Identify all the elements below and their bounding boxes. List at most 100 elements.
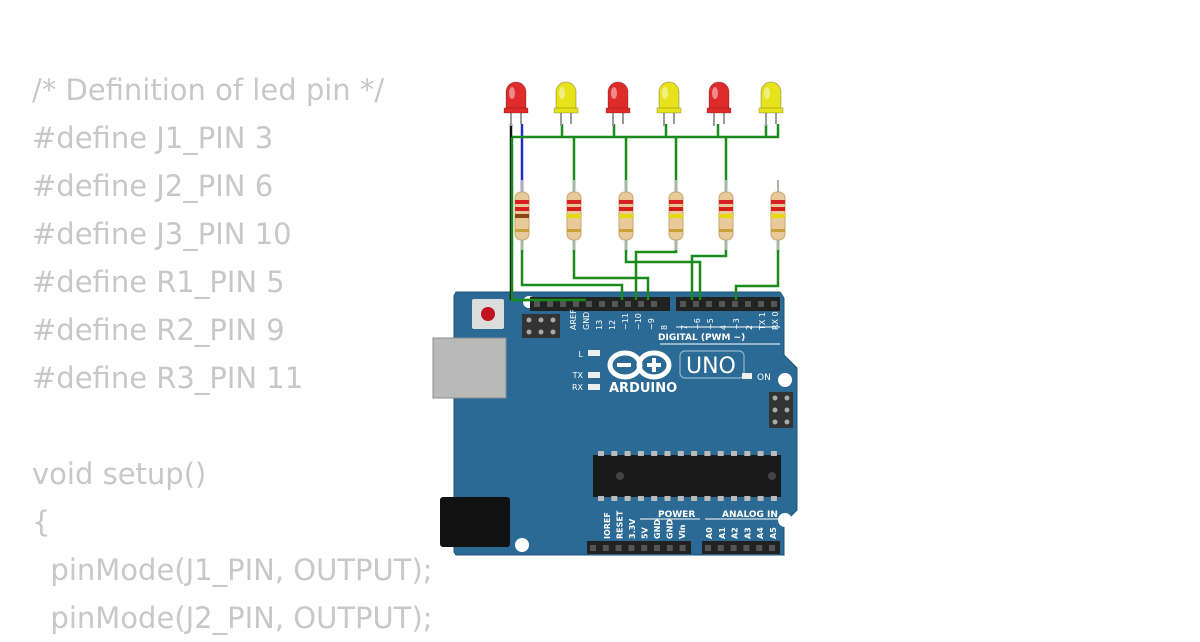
resistor[interactable] — [566, 180, 582, 250]
led-yellow[interactable] — [656, 81, 682, 126]
header-pin[interactable] — [680, 301, 686, 307]
header-pin[interactable] — [590, 545, 596, 551]
header-pin[interactable] — [625, 301, 631, 307]
wire-common-bus[interactable] — [512, 124, 780, 139]
uno-badge — [679, 350, 745, 379]
power-pin-label: IOREF — [603, 512, 612, 539]
code-line: /* Definition of led pin */ — [32, 73, 385, 107]
l-led — [588, 350, 600, 356]
power-pin-label: RESET — [616, 510, 625, 539]
wire-to-pin[interactable] — [734, 238, 780, 300]
digital-header-pins — [534, 301, 777, 307]
header-pin[interactable] — [717, 545, 724, 551]
power-pin-label: GND — [666, 519, 675, 539]
reset-button-cap[interactable] — [481, 307, 495, 321]
header-pin[interactable] — [638, 301, 644, 307]
pin-label: 13 — [595, 320, 604, 330]
header-pin[interactable] — [732, 301, 738, 307]
on-led — [742, 373, 752, 379]
analog-pin-label: A4 — [756, 527, 765, 539]
header-pin[interactable] — [679, 545, 686, 551]
icsp-header-right — [769, 392, 793, 428]
code-line: { — [32, 505, 51, 539]
analog-pin-label: A5 — [769, 527, 778, 539]
power-label: POWER — [658, 510, 695, 520]
header-pin[interactable] — [756, 545, 763, 551]
code-line: #define R1_PIN 5 — [32, 265, 285, 299]
header-pin[interactable] — [771, 301, 777, 307]
header-pin[interactable] — [730, 545, 737, 551]
on-label: ON — [757, 373, 771, 383]
header-pin[interactable] — [573, 301, 579, 307]
header-pin[interactable] — [693, 301, 699, 307]
code-editor: /* Definition of led pin */#define J1_PI… — [32, 66, 433, 642]
header-pin[interactable] — [547, 301, 553, 307]
code-line: #define J2_PIN 6 — [32, 169, 274, 203]
header-pin[interactable] — [599, 301, 605, 307]
code-line: pinMode(J2_PIN, OUTPUT); — [32, 601, 433, 635]
wire-to-pin[interactable] — [690, 238, 728, 300]
header-pin[interactable] — [602, 545, 609, 551]
wire-to-pin[interactable] — [572, 238, 650, 300]
code-line: void setup() — [32, 457, 207, 491]
pin-label: 8 — [660, 325, 669, 330]
analog-header — [702, 541, 780, 554]
header-pin[interactable] — [705, 545, 711, 551]
led-yellow[interactable] — [553, 81, 579, 126]
header-pin[interactable] — [706, 301, 712, 307]
header-pin[interactable] — [628, 545, 635, 551]
header-pin[interactable] — [651, 301, 657, 307]
header-pin[interactable] — [615, 545, 622, 551]
rx-led — [588, 384, 600, 390]
pin-label: TX 1 — [758, 312, 767, 331]
header-pin[interactable] — [641, 545, 648, 551]
pin-label: ~9 — [647, 318, 656, 330]
led-red[interactable] — [706, 81, 732, 126]
header-pin[interactable] — [666, 545, 673, 551]
wire-to-pin[interactable] — [634, 238, 678, 300]
model-label: UNO — [686, 354, 736, 379]
resistors — [514, 180, 786, 250]
icsp-header — [522, 314, 560, 338]
power-pin-label: 3.3V — [628, 518, 637, 539]
header-pin[interactable] — [534, 301, 540, 307]
resistor[interactable] — [514, 180, 530, 250]
analog-pin-label: A0 — [705, 527, 714, 539]
analog-pin-label: A1 — [718, 527, 727, 539]
header-pin[interactable] — [560, 301, 566, 307]
header-pin[interactable] — [654, 545, 660, 551]
code-line: #define R3_PIN 11 — [32, 361, 304, 395]
brand-label: ARDUINO — [609, 381, 677, 396]
rx-led-label: RX — [572, 383, 584, 392]
header-pin[interactable] — [586, 301, 592, 307]
code-line: #define J3_PIN 10 — [32, 217, 292, 251]
led-yellow[interactable] — [758, 81, 784, 126]
led-red[interactable] — [503, 81, 529, 126]
header-pin[interactable] — [769, 545, 775, 551]
wire-to-pin[interactable] — [520, 238, 624, 300]
microcontroller-chip — [593, 451, 781, 501]
tx-led-label: TX — [572, 371, 584, 380]
header-pin[interactable] — [612, 301, 618, 307]
led-red[interactable] — [605, 81, 631, 126]
digital-label: DIGITAL (PWM ~) — [658, 333, 745, 343]
tx-led — [588, 372, 600, 378]
pin-label: GND — [582, 312, 591, 330]
header-pin[interactable] — [719, 301, 725, 307]
resistor[interactable] — [770, 180, 786, 250]
resistor[interactable] — [668, 180, 684, 250]
power-pin-label: GND — [653, 519, 662, 539]
wires — [509, 124, 780, 302]
resistor[interactable] — [718, 180, 734, 250]
header-pin[interactable] — [745, 301, 751, 307]
code-line: #define R2_PIN 9 — [32, 313, 285, 347]
resistor[interactable] — [618, 180, 634, 250]
mounting-hole — [778, 513, 792, 527]
analog-pin-label: A3 — [743, 527, 752, 539]
header-pin[interactable] — [743, 545, 750, 551]
header-pin[interactable] — [758, 301, 764, 307]
pin-label: ~10 — [634, 313, 643, 330]
